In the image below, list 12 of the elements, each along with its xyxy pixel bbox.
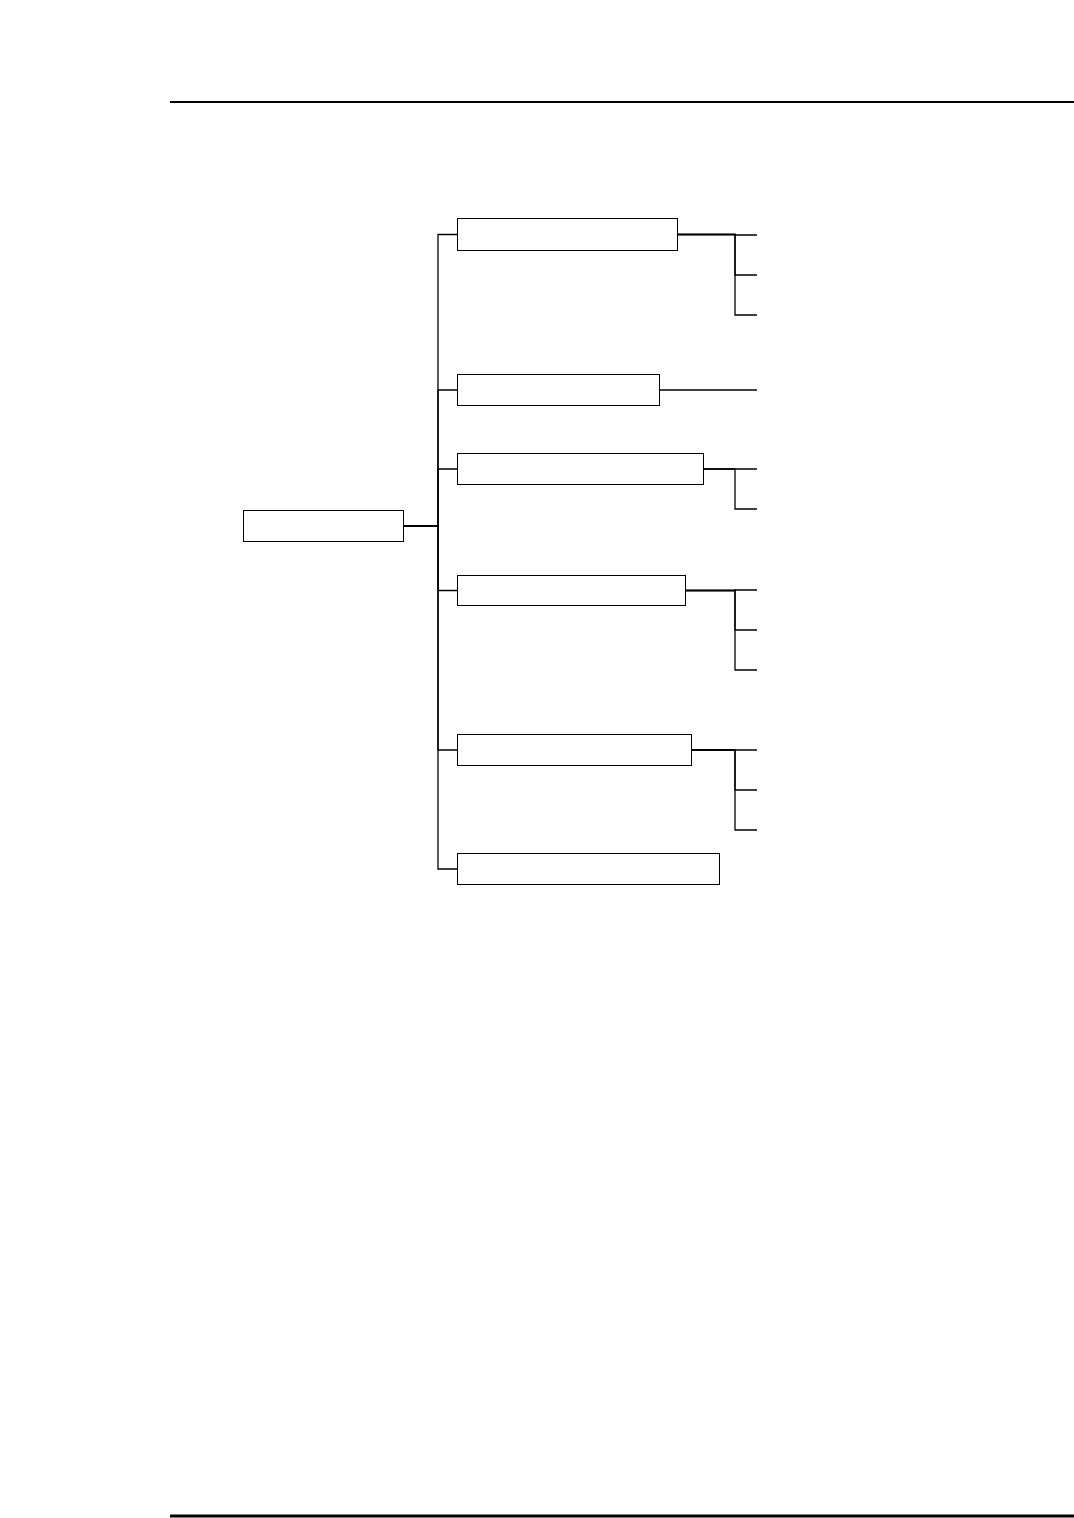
connector-line <box>677 233 758 316</box>
empty-box <box>457 853 720 885</box>
empty-box <box>457 218 678 251</box>
empty-box <box>243 510 404 542</box>
empty-box <box>457 734 692 766</box>
empty-box <box>457 453 704 485</box>
empty-box <box>457 575 686 606</box>
connector-line <box>703 468 758 510</box>
connector-line <box>685 589 758 671</box>
connector-line <box>691 749 758 831</box>
connector-line <box>659 389 758 391</box>
empty-box <box>457 374 660 406</box>
